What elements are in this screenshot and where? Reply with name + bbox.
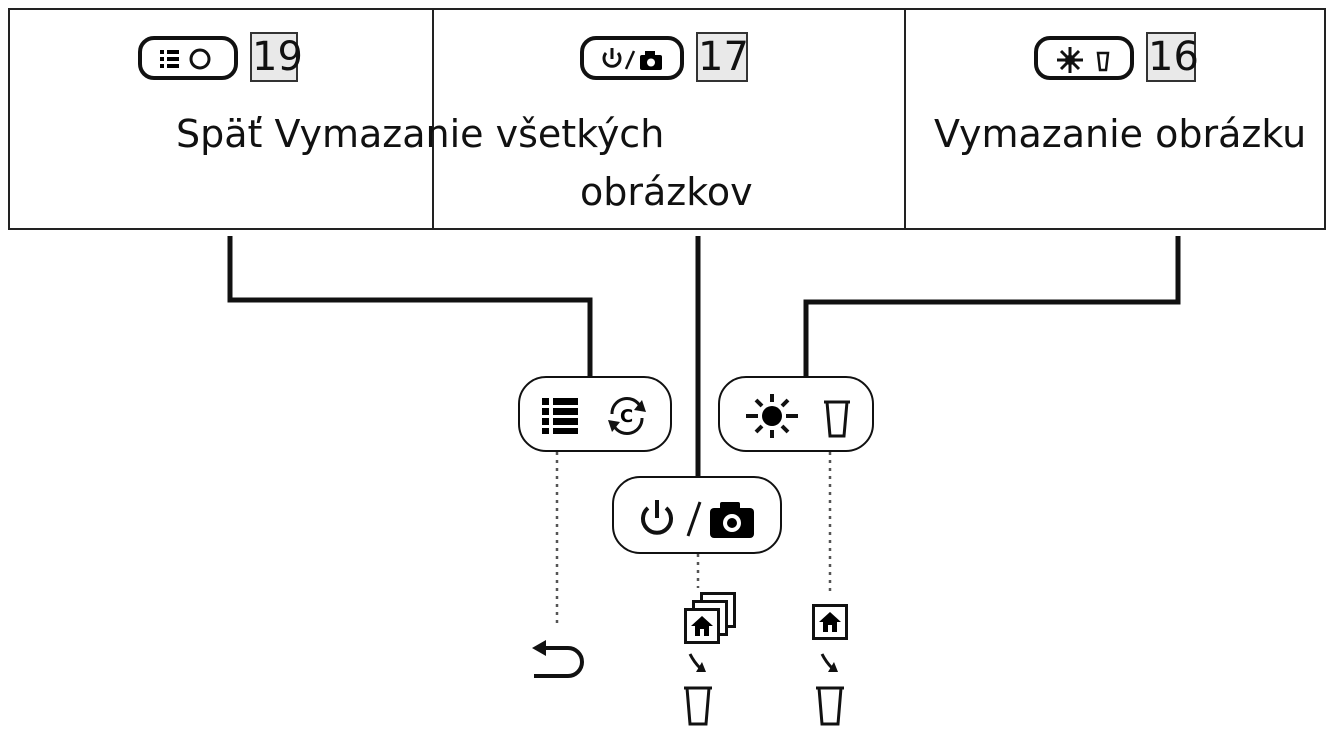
brightness-trash-button[interactable] — [718, 376, 874, 452]
back-arrow-icon — [532, 640, 584, 678]
header-panel — [8, 8, 1326, 230]
brightness-icon — [746, 394, 798, 438]
step-number: 16 — [1146, 32, 1199, 82]
home-icon — [684, 608, 720, 644]
mini-power-camera-button — [580, 36, 684, 80]
mini-brightness-trash-button — [1034, 36, 1134, 80]
panel-divider — [904, 8, 906, 230]
refresh-icon — [189, 48, 211, 70]
panel-divider — [432, 8, 434, 230]
list-icon — [160, 48, 211, 70]
camera-icon — [710, 502, 754, 538]
power-icon — [641, 500, 754, 538]
trash-icon — [824, 400, 850, 438]
label-delete-image: Vymazanie obrázku — [934, 112, 1307, 156]
connector-line-16 — [803, 236, 1181, 396]
home-icon — [812, 604, 848, 640]
mini-list-refresh-button — [138, 36, 238, 80]
label-back-delete-all: Späť Vymazanie všetkých — [176, 112, 665, 156]
brightness-icon — [1057, 47, 1110, 73]
label-images: obrázkov — [580, 170, 753, 214]
step-number: 17 — [696, 32, 749, 82]
power-camera-button[interactable] — [612, 476, 782, 554]
power-icon — [602, 48, 662, 70]
list-icon — [542, 398, 578, 434]
connector-line-19 — [227, 236, 593, 398]
list-refresh-button[interactable]: C — [518, 376, 672, 452]
refresh-letter: C — [620, 406, 633, 427]
trash-icon — [684, 653, 712, 726]
step-number: 19 — [250, 32, 303, 82]
camera-icon — [640, 51, 662, 70]
trash-icon — [816, 653, 844, 726]
trash-icon — [1096, 51, 1110, 72]
refresh-icon: C — [608, 396, 646, 436]
